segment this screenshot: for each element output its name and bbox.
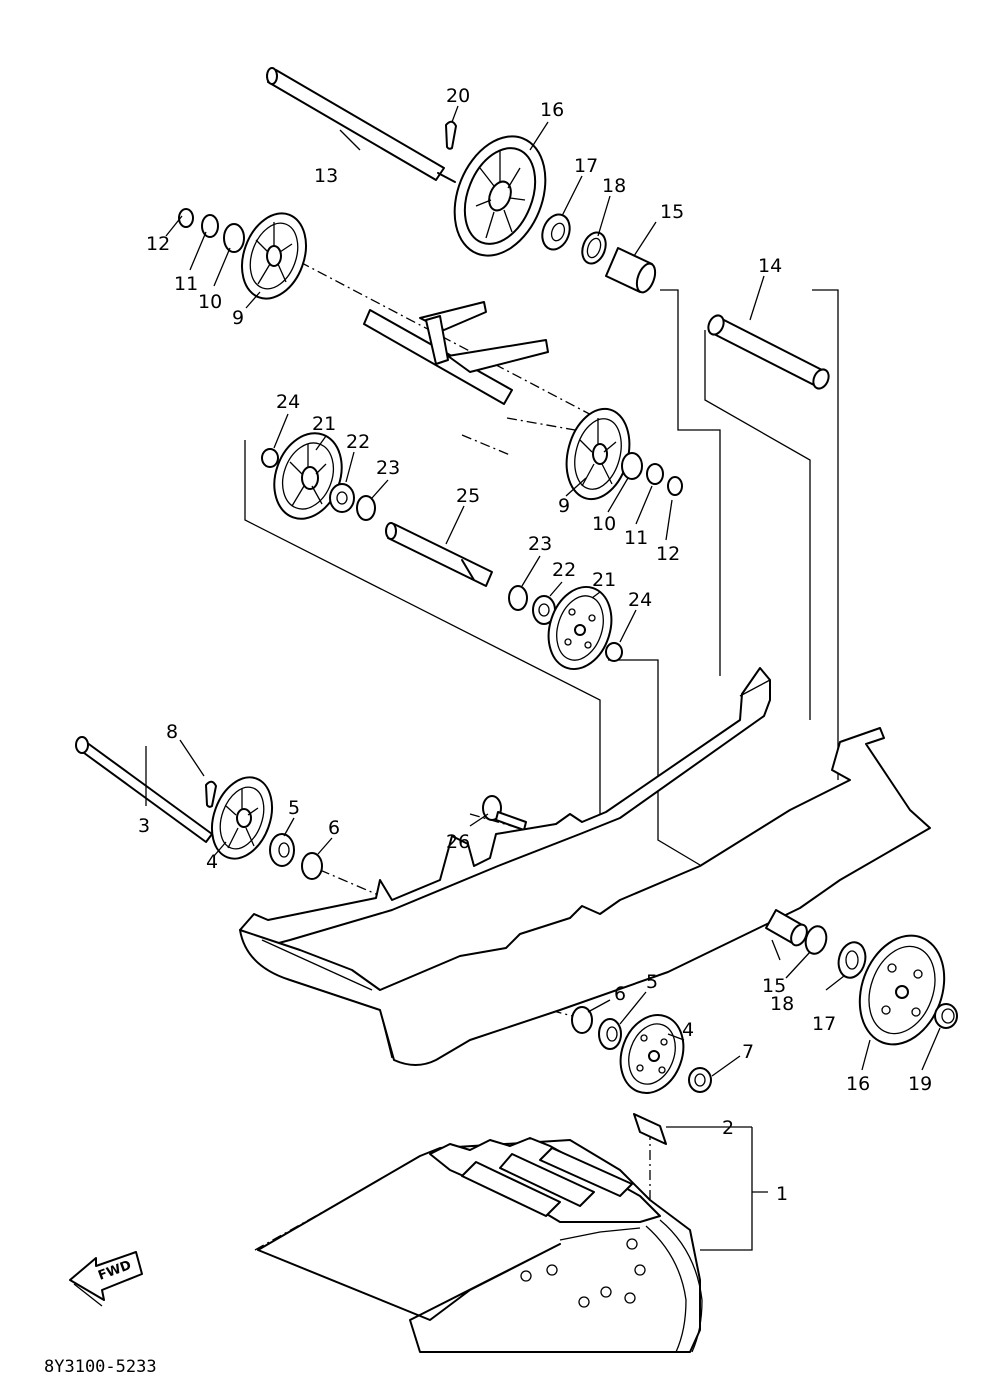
callout-10-right: 10	[592, 513, 616, 535]
ring-23-left	[356, 495, 376, 521]
callout-21-right: 21	[592, 569, 616, 591]
callout-22-left: 22	[346, 431, 370, 453]
nut-12-right	[667, 476, 683, 496]
clip-2	[633, 1113, 667, 1145]
callout-12-right: 12	[656, 543, 680, 565]
callout-24-right: 24	[628, 589, 652, 611]
wheel-16-top	[453, 135, 547, 257]
collar-15-top	[605, 247, 657, 294]
callout-26: 26	[446, 831, 470, 853]
fwd-arrow-icon: FWD	[69, 1251, 143, 1307]
callout-5-bottom: 5	[646, 971, 658, 993]
callout-10-left: 10	[198, 291, 222, 313]
callout-8: 8	[166, 721, 178, 743]
bearing-22-left	[329, 483, 355, 513]
ring-6-bottom	[571, 1006, 593, 1034]
ring-11-left	[201, 214, 219, 238]
axle-13	[266, 67, 456, 183]
nut-12-left	[178, 208, 194, 228]
callout-23-right: 23	[528, 533, 552, 555]
callout-25: 25	[456, 485, 480, 507]
wheel-16-bottom	[858, 934, 946, 1046]
bracket-1	[666, 1126, 768, 1251]
callout-18-bottom: 18	[770, 993, 794, 1015]
callout-16-top: 16	[540, 99, 564, 121]
shaft-14	[707, 314, 830, 390]
callout-3: 3	[138, 815, 150, 837]
bearing-10-left	[223, 223, 245, 253]
bearing-17-top	[541, 213, 571, 251]
callout-15-top: 15	[660, 201, 684, 223]
callout-19: 19	[908, 1073, 932, 1095]
wheel-4-left	[211, 776, 273, 860]
wheel-9-right	[565, 407, 631, 501]
shaft-25	[385, 522, 493, 587]
callout-12-left: 12	[146, 233, 170, 255]
callout-22-right: 22	[552, 559, 576, 581]
callout-4-left: 4	[206, 851, 218, 873]
callout-13: 13	[314, 165, 338, 187]
callout-17-top: 17	[574, 155, 598, 177]
wheel-21-right	[547, 585, 613, 671]
callout-15-bottom: 15	[762, 975, 786, 997]
nut-7	[688, 1067, 712, 1093]
diagram-code: 8Y3100-5233	[44, 1357, 157, 1377]
wheel-21-left	[273, 432, 343, 520]
callout-20: 20	[446, 85, 470, 107]
bearing-10-right	[621, 452, 643, 480]
callout-9-left: 9	[232, 307, 244, 329]
callout-leaders	[145, 105, 941, 1077]
nut-24-right	[605, 642, 623, 662]
snap-ring-18-bottom	[804, 925, 828, 955]
cotter-pin-8	[205, 780, 217, 808]
callout-21-left: 21	[312, 413, 336, 435]
ring-23-right	[508, 585, 528, 611]
callout-4-bottom: 4	[682, 1019, 694, 1041]
callout-11-left: 11	[174, 273, 198, 295]
track-1	[257, 1137, 703, 1353]
callout-24-left: 24	[276, 391, 300, 413]
ring-11-right	[646, 463, 664, 485]
cross-arm	[363, 301, 549, 405]
callout-6-bottom: 6	[614, 983, 626, 1005]
nut-24-left	[261, 448, 279, 468]
callout-14: 14	[758, 255, 782, 277]
cap-19	[934, 1003, 958, 1029]
bearing-5-bottom	[598, 1018, 622, 1050]
callout-9-right: 9	[558, 495, 570, 517]
callout-5-left: 5	[288, 797, 300, 819]
callout-1: 1	[776, 1183, 788, 1205]
bolt-26	[482, 795, 527, 831]
ring-6-left	[301, 852, 323, 880]
bearing-17-bottom	[837, 941, 867, 979]
callout-numbers: 20 16 13 17 18 15 14 12 11 10 9 24 21 22…	[138, 85, 932, 1205]
callout-23-left: 23	[376, 457, 400, 479]
callout-17-bottom: 17	[812, 1013, 836, 1035]
callout-7: 7	[742, 1041, 754, 1063]
cotter-pin-20	[445, 120, 457, 150]
callout-18-top: 18	[602, 175, 626, 197]
snap-ring-18-top	[581, 231, 607, 265]
callout-6-left: 6	[328, 817, 340, 839]
callout-16-bottom: 16	[846, 1073, 870, 1095]
callout-2: 2	[722, 1117, 734, 1139]
callout-11-right: 11	[624, 527, 648, 549]
wheel-4-bottom	[619, 1014, 685, 1094]
bearing-5-left	[269, 833, 295, 867]
slide-rail-frame	[239, 667, 931, 1066]
wheel-9-left	[241, 212, 307, 300]
